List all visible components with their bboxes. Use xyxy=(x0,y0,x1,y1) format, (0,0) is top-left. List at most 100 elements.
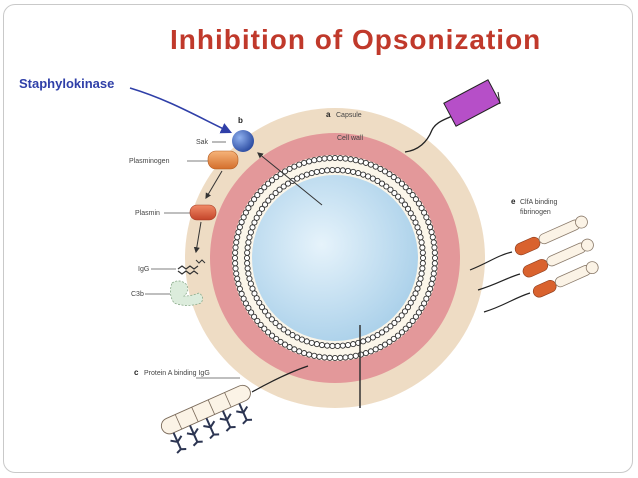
lipid-head xyxy=(232,244,239,251)
lipid-head xyxy=(344,167,352,175)
lipid-head xyxy=(233,270,240,277)
lipid-head xyxy=(242,209,249,216)
staphylokinase-arrow xyxy=(129,87,233,134)
lipid-head xyxy=(360,338,367,345)
lipid-head xyxy=(398,312,405,319)
lipid-head xyxy=(301,350,308,357)
lipid-head xyxy=(258,304,266,311)
lipid-head xyxy=(251,313,258,320)
lipid-head xyxy=(249,285,256,292)
panel-b-letter: b xyxy=(238,116,243,125)
lipid-head xyxy=(329,342,336,350)
lipid-head xyxy=(232,265,239,272)
lipid-head xyxy=(321,354,328,361)
lipid-head xyxy=(291,346,298,353)
lipid-head xyxy=(419,244,426,251)
lipid-head xyxy=(242,300,249,307)
lipid-head xyxy=(416,280,423,287)
lipid-head xyxy=(395,316,402,323)
lipid-head xyxy=(410,295,417,302)
lipid-head xyxy=(244,244,251,251)
lipid-head xyxy=(404,205,412,212)
lipid-head xyxy=(374,177,381,184)
cell-wall-label: Cell wall xyxy=(337,135,364,142)
lipid-head xyxy=(280,326,287,333)
lipid-head xyxy=(261,184,268,191)
lipid-head xyxy=(244,260,251,267)
lipid-head xyxy=(407,210,414,217)
lipid-head xyxy=(395,193,402,200)
lipid-head xyxy=(427,285,434,292)
clfa-fibrinogen-1 xyxy=(469,215,588,271)
lipid-head xyxy=(398,197,405,204)
lipid-head xyxy=(350,341,357,348)
lipid-head xyxy=(231,254,239,262)
lipid-head xyxy=(236,285,243,292)
lipid-head xyxy=(342,354,349,361)
lipid-head xyxy=(258,205,266,212)
lipid-head xyxy=(311,157,318,164)
lipid-head xyxy=(248,309,255,316)
lipid-head xyxy=(334,166,341,174)
lipid-head xyxy=(367,348,374,355)
lipid-head xyxy=(419,249,426,256)
lipid-head xyxy=(235,280,242,287)
lipid-head xyxy=(308,170,315,177)
lipid-head xyxy=(232,249,239,256)
lipid-head xyxy=(377,165,384,172)
lipid-head xyxy=(281,168,289,175)
protein-a-chain-icon xyxy=(160,384,253,454)
lipid-head xyxy=(360,171,367,178)
sak-protein-icon xyxy=(232,130,254,152)
surface-protein-purple xyxy=(404,79,501,153)
lipid-head xyxy=(416,229,423,236)
lipid-head xyxy=(251,219,258,226)
lipid-head xyxy=(431,249,438,256)
lipid-head xyxy=(268,316,275,323)
lipid-head xyxy=(301,159,308,166)
lipid-head xyxy=(409,192,416,199)
capsule-label: Capsule xyxy=(336,112,362,119)
lipid-head xyxy=(276,186,283,193)
lipid-head xyxy=(357,158,364,165)
lipid-head xyxy=(430,270,437,277)
lipid-head xyxy=(234,275,241,282)
lipid-head xyxy=(423,295,430,302)
lipid-head xyxy=(233,239,240,246)
lipid-head xyxy=(284,180,292,187)
lipid-head xyxy=(421,209,428,216)
lipid-head xyxy=(394,177,401,184)
lipid-head xyxy=(247,229,254,236)
lipid-head xyxy=(329,166,336,174)
lipid-head xyxy=(372,163,379,170)
lipid-head xyxy=(245,270,252,277)
lipid-head xyxy=(378,329,386,336)
lipid-head xyxy=(289,332,296,339)
lipid-head xyxy=(387,186,394,193)
lipid-head xyxy=(246,234,253,241)
lipid-head xyxy=(261,325,268,332)
lipid-head xyxy=(265,329,272,336)
lipid-head xyxy=(303,338,310,345)
lipid-head xyxy=(253,214,260,221)
lipid-head xyxy=(428,280,435,287)
lipid-head xyxy=(377,344,384,351)
clfa-fibrinogen-3 xyxy=(483,261,599,313)
lipid-head xyxy=(324,167,331,174)
cytoplasm xyxy=(252,175,418,341)
lipid-head xyxy=(412,196,419,203)
lipid-head xyxy=(246,275,253,282)
lipid-head xyxy=(342,155,349,162)
lipid-head xyxy=(357,351,364,358)
lipid-head xyxy=(390,335,397,342)
lipid-head xyxy=(247,280,254,287)
c3b-label: C3b xyxy=(131,291,144,298)
lipid-head xyxy=(362,350,369,357)
lipid-head xyxy=(347,353,354,360)
lipid-head xyxy=(265,197,272,204)
lipid-head xyxy=(306,158,313,165)
lipid-head xyxy=(253,295,260,302)
lipid-head xyxy=(318,341,326,349)
lipid-head xyxy=(431,244,438,251)
panel-a-letter: a xyxy=(326,110,331,119)
